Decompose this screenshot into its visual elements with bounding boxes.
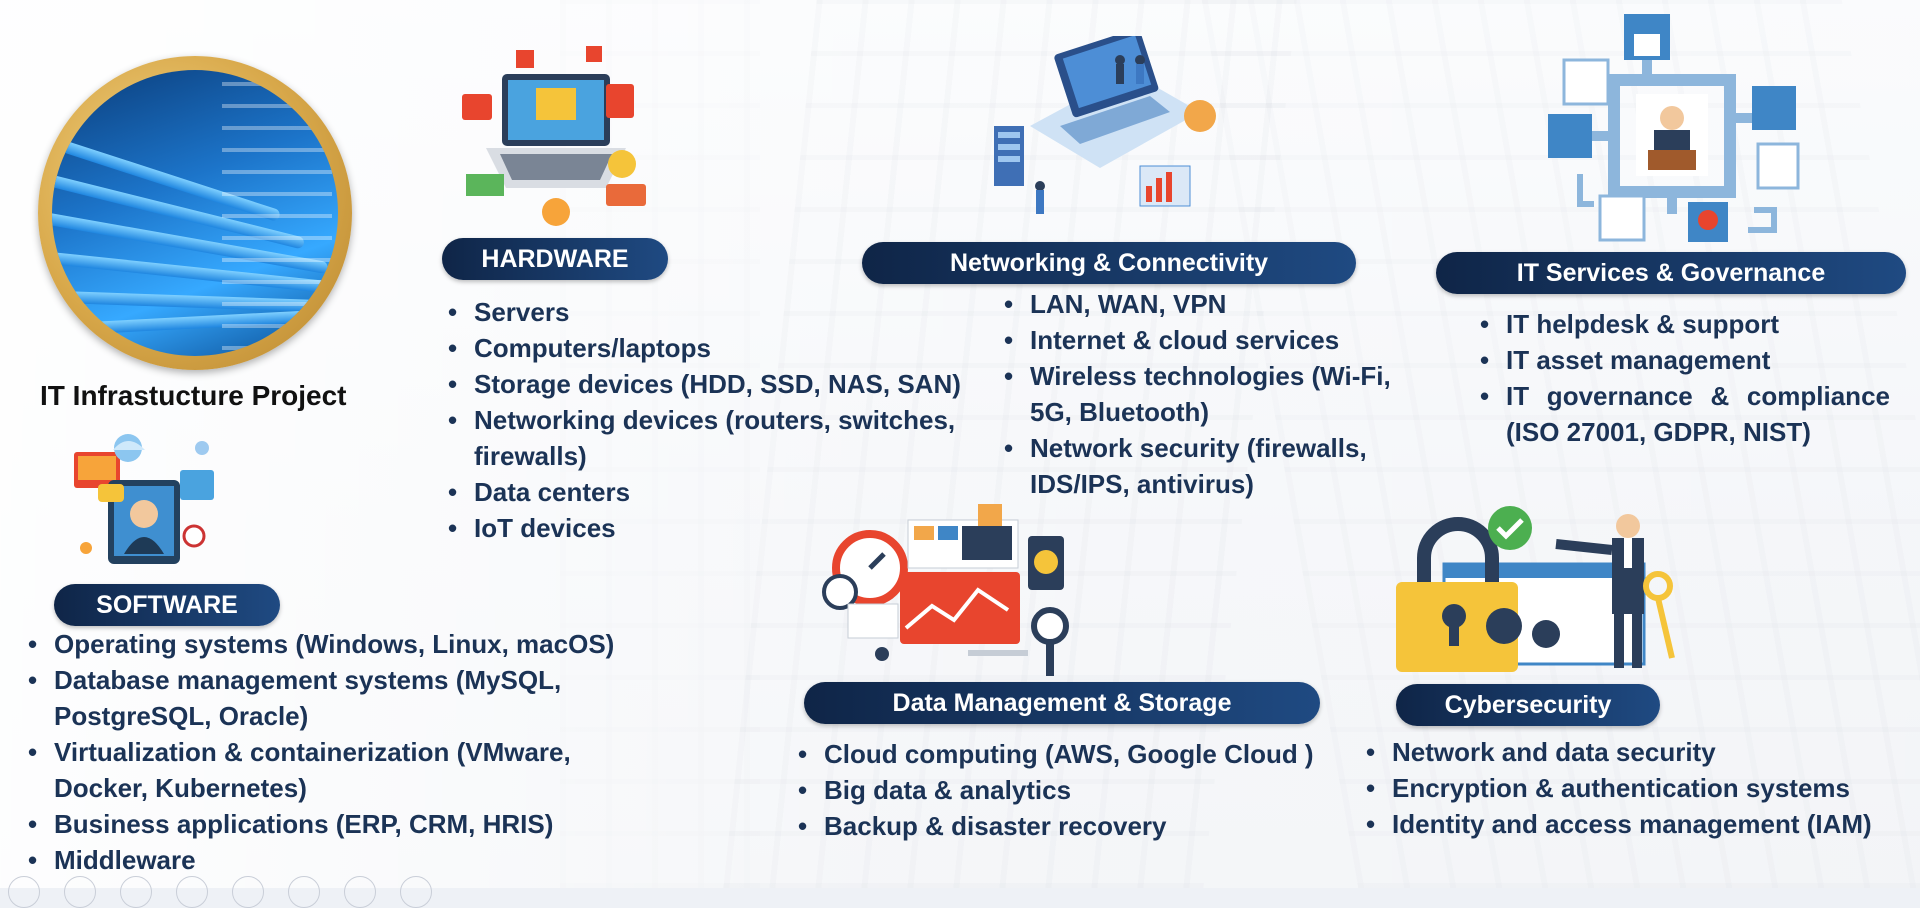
hardware-item: Networking devices (routers, switches, f… bbox=[448, 402, 1008, 474]
hardware-item: Storage devices (HDD, SSD, NAS, SAN) bbox=[448, 366, 1008, 402]
it-services-pill: IT Services & Governance bbox=[1436, 252, 1906, 294]
data-management-item: Big data & analytics bbox=[798, 772, 1358, 808]
networking-pill: Networking & Connectivity bbox=[862, 242, 1356, 284]
hardware-item: Data centers bbox=[448, 474, 1008, 510]
hardware-item: Servers bbox=[448, 294, 1008, 330]
hardware-item: Computers/laptops bbox=[448, 330, 1008, 366]
nav-dot[interactable] bbox=[8, 876, 40, 908]
networking-item: LAN, WAN, VPN bbox=[1004, 286, 1414, 322]
laptop-hardware-icon bbox=[462, 46, 646, 226]
org-governance-icon bbox=[1548, 14, 1800, 242]
cybersecurity-item: Encryption & authentication systems bbox=[1366, 770, 1918, 806]
nav-dot[interactable] bbox=[120, 876, 152, 908]
software-item: Operating systems (Windows, Linux, macOS… bbox=[28, 626, 648, 662]
software-item: Middleware bbox=[28, 842, 648, 878]
data-management-pill: Data Management & Storage bbox=[804, 682, 1320, 724]
slide-navigation-dots bbox=[8, 876, 432, 908]
networking-item: Network security (firewalls, IDS/IPS, an… bbox=[1004, 430, 1414, 502]
it-services-item: IT governance & compliance (ISO 27001, G… bbox=[1480, 378, 1890, 450]
nav-dot[interactable] bbox=[400, 876, 432, 908]
networking-list: LAN, WAN, VPN Internet & cloud services … bbox=[1004, 286, 1414, 502]
software-item: Database management systems (MySQL, Post… bbox=[28, 662, 648, 734]
nav-dot[interactable] bbox=[176, 876, 208, 908]
project-title: IT Infrastucture Project bbox=[40, 380, 347, 411]
padlock-security-icon bbox=[1396, 506, 1675, 672]
data-dashboard-icon bbox=[822, 504, 1069, 676]
it-services-item: IT helpdesk & support bbox=[1480, 306, 1890, 342]
it-services-list: IT helpdesk & support IT asset managemen… bbox=[1480, 306, 1890, 450]
cybersecurity-list: Network and data security Encryption & a… bbox=[1366, 734, 1918, 842]
hardware-item: IoT devices bbox=[448, 510, 1008, 546]
nav-dot[interactable] bbox=[344, 876, 376, 908]
networking-item: Wireless technologies (Wi-Fi, 5G, Blueto… bbox=[1004, 358, 1414, 430]
software-pill: SOFTWARE bbox=[54, 584, 280, 626]
server-cables-photo bbox=[38, 56, 352, 370]
software-item: Virtualization & containerization (VMwar… bbox=[28, 734, 648, 806]
software-support-icon bbox=[74, 434, 214, 564]
cybersecurity-item: Network and data security bbox=[1366, 734, 1918, 770]
software-list: Operating systems (Windows, Linux, macOS… bbox=[28, 626, 648, 878]
hardware-pill: HARDWARE bbox=[442, 238, 668, 280]
nav-dot[interactable] bbox=[288, 876, 320, 908]
cybersecurity-pill: Cybersecurity bbox=[1396, 684, 1660, 726]
data-management-list: Cloud computing (AWS, Google Cloud ) Big… bbox=[798, 736, 1358, 844]
data-management-item: Cloud computing (AWS, Google Cloud ) bbox=[798, 736, 1358, 772]
software-item: Business applications (ERP, CRM, HRIS) bbox=[28, 806, 648, 842]
network-devices-icon bbox=[994, 36, 1216, 214]
cybersecurity-item: Identity and access management (IAM) bbox=[1366, 806, 1918, 842]
networking-item: Internet & cloud services bbox=[1004, 322, 1414, 358]
nav-dot[interactable] bbox=[64, 876, 96, 908]
it-services-item: IT asset management bbox=[1480, 342, 1890, 378]
hardware-list: Servers Computers/laptops Storage device… bbox=[448, 294, 1008, 546]
nav-dot[interactable] bbox=[232, 876, 264, 908]
data-management-item: Backup & disaster recovery bbox=[798, 808, 1358, 844]
